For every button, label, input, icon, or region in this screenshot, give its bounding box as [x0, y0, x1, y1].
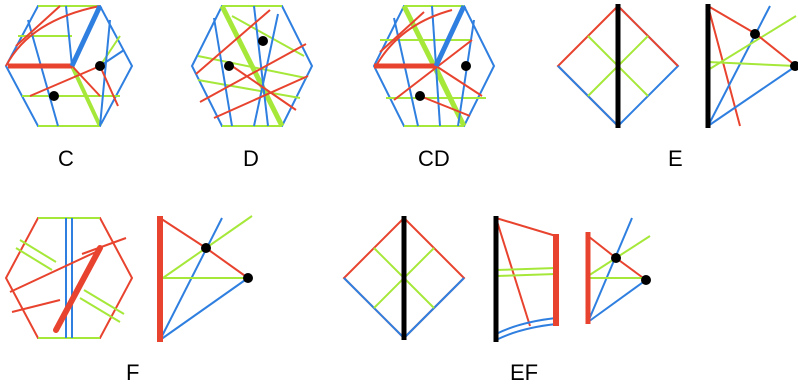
label-e: E [668, 146, 683, 171]
label-f: F [126, 360, 139, 385]
hexagon-outline [4, 217, 134, 339]
label-cd: CD [418, 146, 450, 171]
diagram-e [556, 4, 798, 128]
diagram-c [4, 4, 134, 127]
diagram-cd [372, 4, 496, 128]
diagram-f [4, 215, 253, 342]
label-c: C [58, 146, 74, 171]
diagram-d [190, 4, 314, 128]
label-ef: EF [510, 360, 538, 385]
label-d: D [243, 146, 259, 171]
diagram-ef [342, 216, 651, 342]
